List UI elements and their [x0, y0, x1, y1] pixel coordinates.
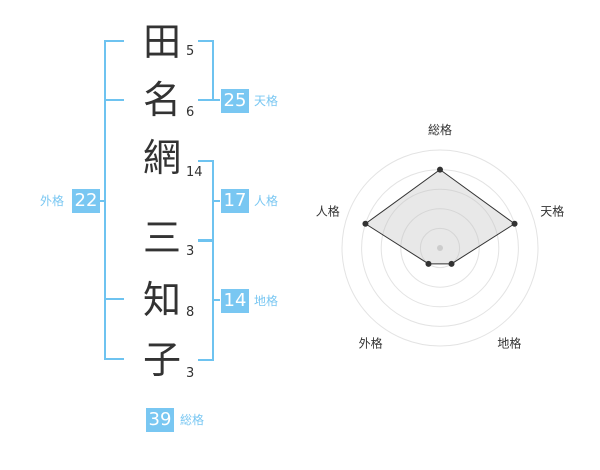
gaikaku-bracket-connector: [98, 200, 106, 202]
soukaku-value: 39: [146, 408, 174, 432]
name-char-4: 三: [142, 216, 181, 260]
name-char-5: 知: [142, 278, 181, 322]
chikaku-bracket-connector: [212, 299, 220, 301]
radar-point-5: [362, 220, 369, 227]
name-char-3: 網: [142, 136, 181, 180]
radar-axis-label: 総格: [428, 122, 452, 137]
radar-value-area: [364, 168, 516, 265]
radar-point-1: [437, 166, 443, 173]
gaikaku-value: 22: [72, 189, 100, 213]
tenkaku-bracket-connector: [212, 99, 220, 101]
jinkaku-value: 17: [221, 189, 249, 213]
gaikaku-label: 外格: [40, 194, 65, 208]
gaikaku-bracket-tick: [104, 298, 124, 300]
name-char-1: 田: [142, 20, 181, 64]
radar-point-3: [448, 260, 455, 267]
jinkaku-label: 人格: [254, 194, 279, 208]
radar-point-2: [511, 220, 518, 227]
chikaku-label: 地格: [254, 294, 279, 308]
stroke-count-2: 6: [186, 105, 195, 120]
gaikaku-bracket-tick: [104, 99, 124, 101]
radar-axis-label: 天格: [540, 204, 564, 219]
radar-axis-label: 地格: [497, 335, 521, 350]
soukaku-label: 総格: [180, 413, 205, 427]
radar-axis-label: 人格: [316, 204, 340, 219]
stroke-count-5: 8: [186, 305, 195, 320]
name-char-2: 名: [142, 78, 181, 122]
jinkaku-bracket-connector: [212, 200, 220, 202]
stroke-count-6: 3: [186, 366, 195, 381]
tenkaku-bracket: [198, 40, 214, 101]
stroke-count-4: 3: [186, 244, 195, 259]
radar-ring: [419, 227, 461, 269]
radar-point-4: [425, 260, 432, 267]
radar-ring: [400, 208, 480, 288]
tenkaku-label: 天格: [254, 94, 279, 108]
tenkaku-value: 25: [221, 89, 249, 113]
name-char-6: 子: [142, 338, 181, 382]
stroke-count-3: 14: [186, 165, 203, 180]
radar-center-dot: [437, 245, 443, 251]
radar-ring: [341, 149, 539, 347]
gaikaku-bracket: [104, 40, 124, 360]
stroke-count-1: 5: [186, 44, 195, 59]
radar-axis-label: 外格: [359, 335, 383, 350]
chikaku-value: 14: [221, 289, 249, 313]
radar-ring: [380, 188, 500, 308]
